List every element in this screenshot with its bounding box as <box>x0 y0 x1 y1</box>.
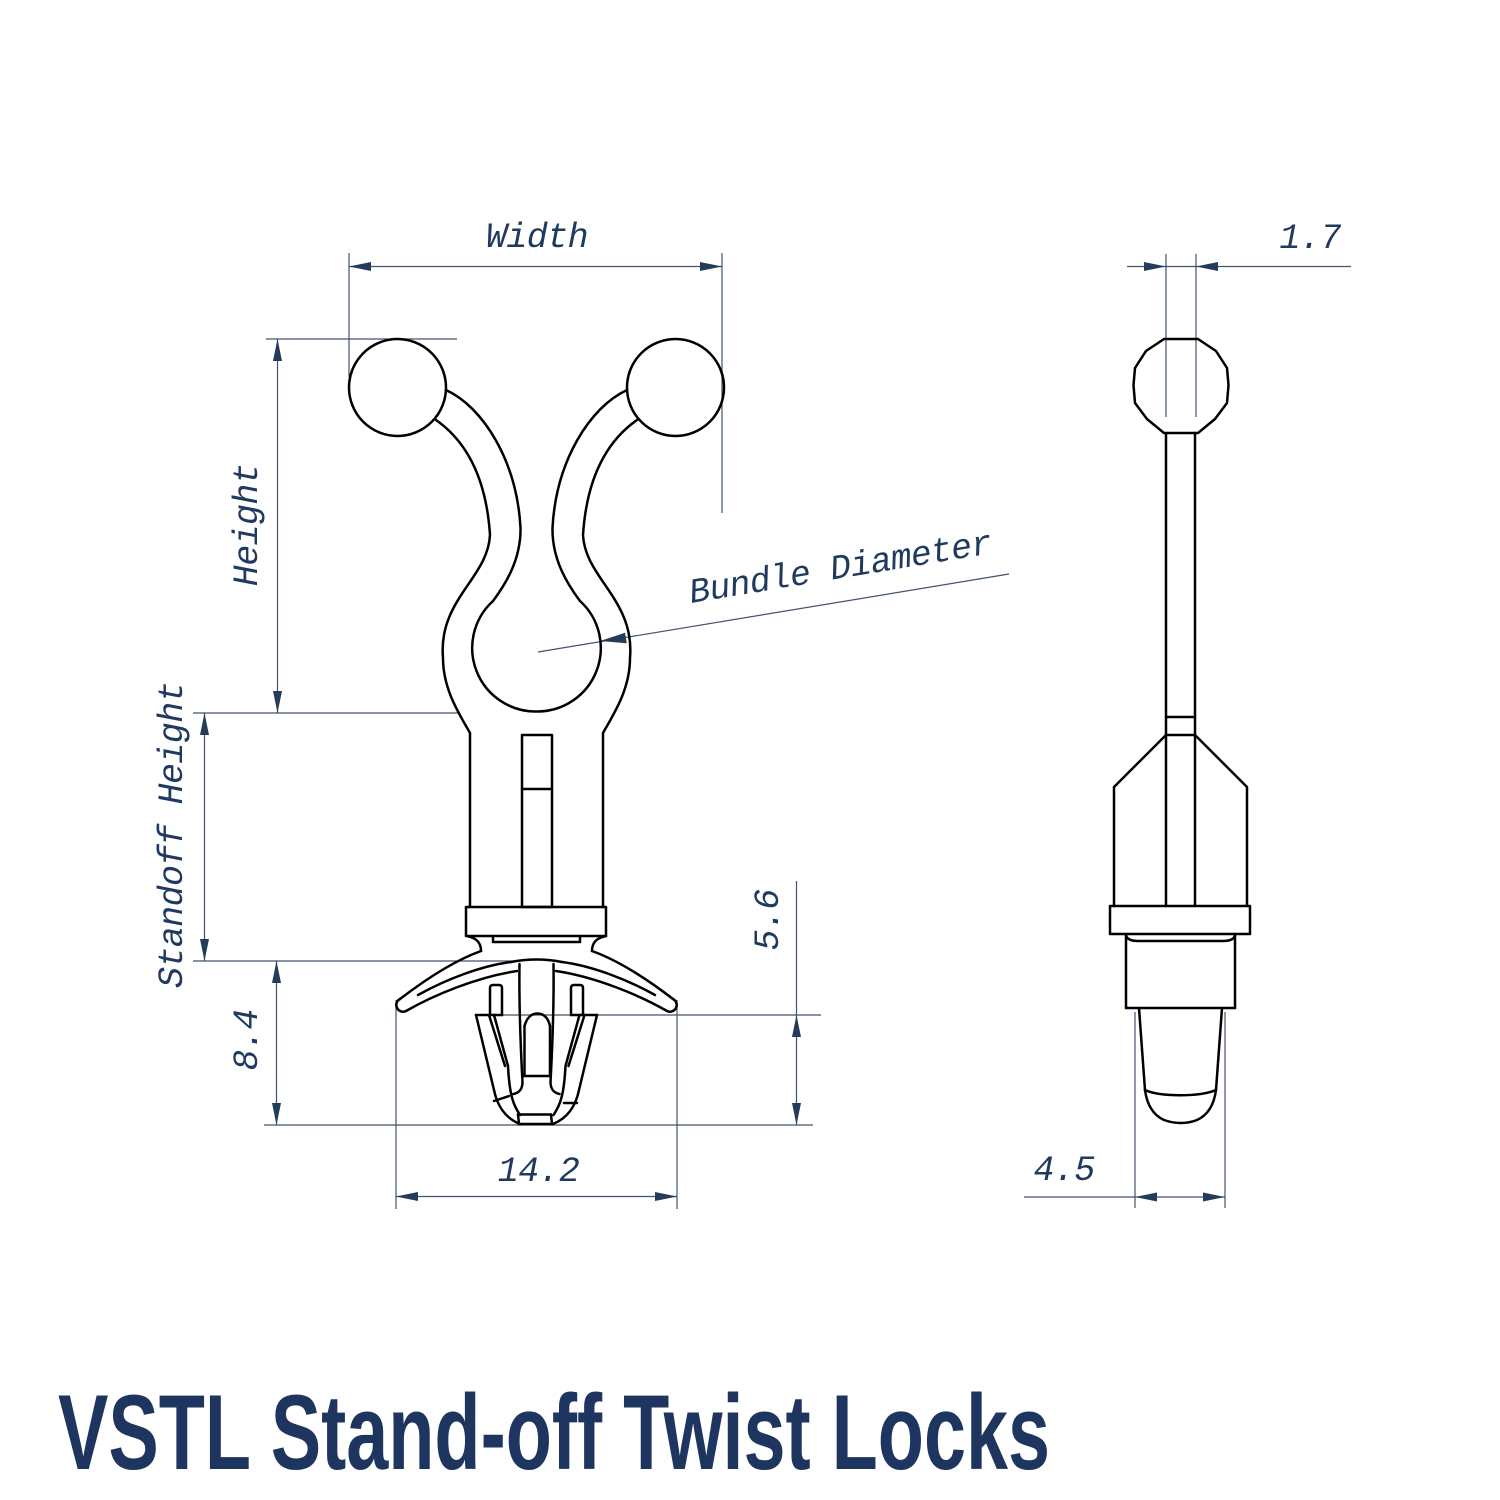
svg-text:5.6: 5.6 <box>749 889 789 950</box>
svg-text:1.7: 1.7 <box>1279 219 1341 259</box>
svg-text:Width: Width <box>486 218 588 258</box>
svg-text:4.5: 4.5 <box>1033 1151 1095 1191</box>
svg-text:Standoff Height: Standoff Height <box>153 682 193 988</box>
svg-text:VSTL Stand-off Twist Locks: VSTL Stand-off Twist Locks <box>58 1372 1050 1492</box>
svg-text:14.2: 14.2 <box>498 1152 580 1192</box>
svg-text:8.4: 8.4 <box>228 1009 268 1070</box>
svg-text:Height: Height <box>228 464 268 586</box>
